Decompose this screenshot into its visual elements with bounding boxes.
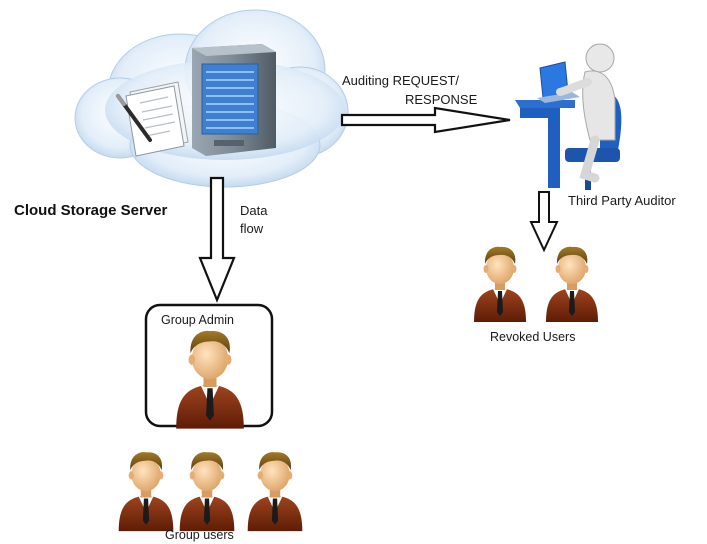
server-icon [192,44,276,156]
group-users [118,452,303,532]
user-icon [247,452,303,532]
revoke-arrow [529,191,559,253]
revoked-users-group [474,246,598,322]
audit-arrow-label-line1: Auditing REQUEST/ [342,73,460,88]
auditor-at-desk-icon [515,43,622,190]
revoked-users-label: Revoked Users [490,330,576,344]
user-icon [118,452,174,532]
group-users-label: Group users [165,528,234,542]
data-flow-arrow [198,176,236,303]
cloud-storage-server-label: Cloud Storage Server [14,202,168,219]
audit-arrow-label-line2: RESPONSE [405,92,478,107]
user-icon [546,246,598,322]
user-icon [474,246,526,322]
audit-arrow [340,106,511,134]
group-admin-box [144,303,274,429]
third-party-auditor-label: Third Party Auditor [568,193,676,208]
data-flow-label-line1: Data [240,203,268,218]
contract-document-icon [116,81,189,157]
data-flow-label-line2: flow [240,221,264,236]
group-admin-label: Group Admin [161,313,234,327]
user-icon [179,452,235,532]
